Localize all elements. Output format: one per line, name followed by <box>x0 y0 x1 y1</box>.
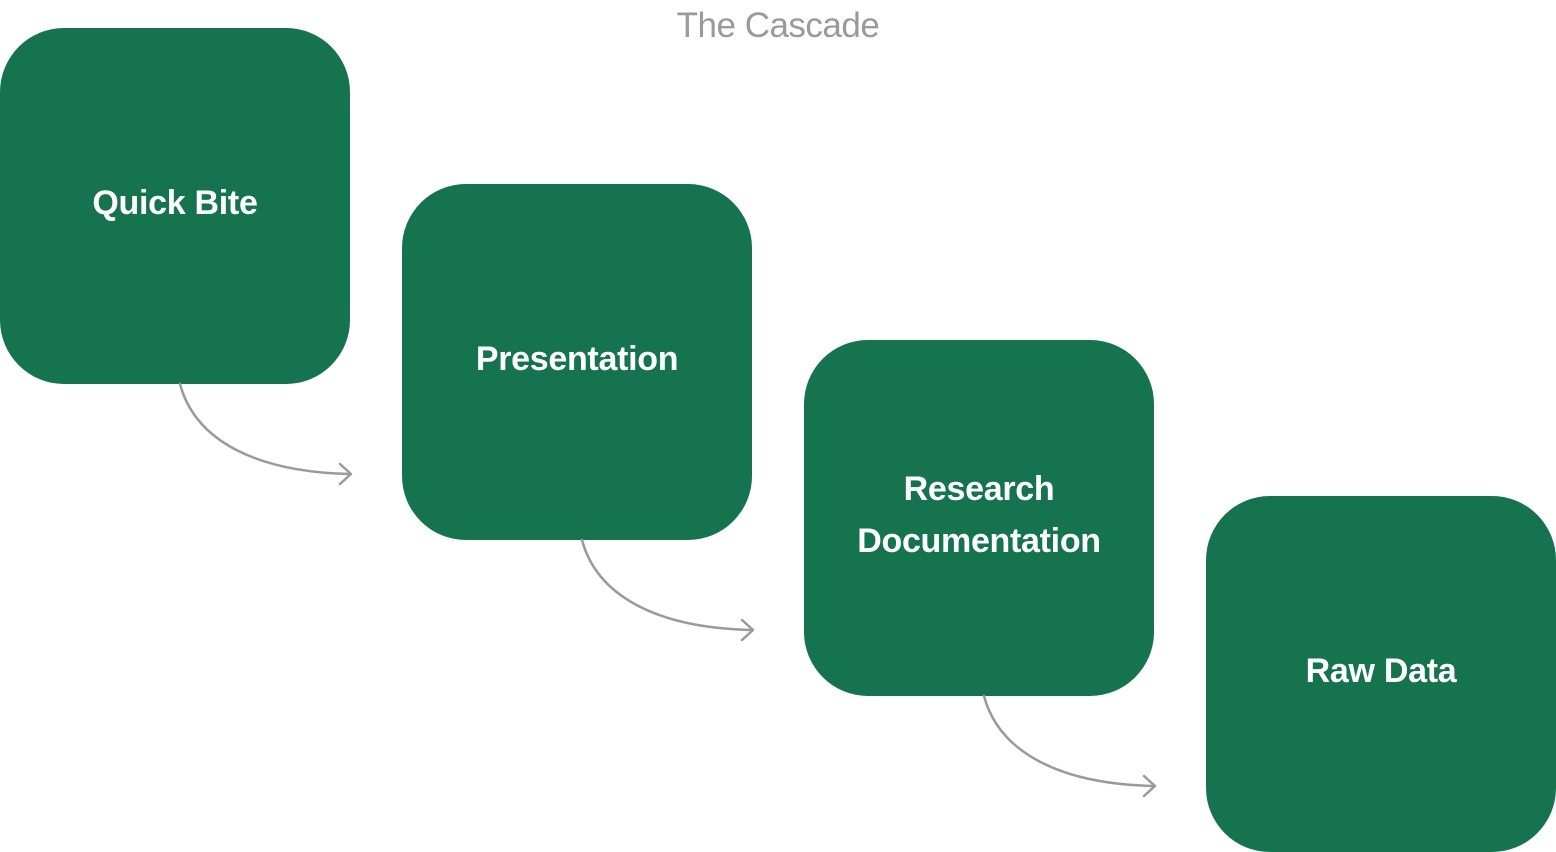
step-box-quick-bite: Quick Bite <box>0 28 350 384</box>
step-label: Research Documentation <box>857 470 1101 560</box>
arrow-quick-bite-to-presentation <box>178 382 353 486</box>
diagram-title: The Cascade <box>676 6 880 45</box>
step-box-raw-data: Raw Data <box>1206 496 1556 852</box>
step-box-presentation: Presentation <box>402 184 752 540</box>
step-label: Quick Bite <box>92 184 258 222</box>
step-box-research-documentation: Research Documentation <box>804 340 1154 696</box>
step-label: Presentation <box>475 340 679 378</box>
arrow-research-documentation-to-raw-data <box>982 694 1157 798</box>
step-label: Raw Data <box>1305 652 1457 690</box>
arrow-presentation-to-research-documentation <box>580 538 755 642</box>
